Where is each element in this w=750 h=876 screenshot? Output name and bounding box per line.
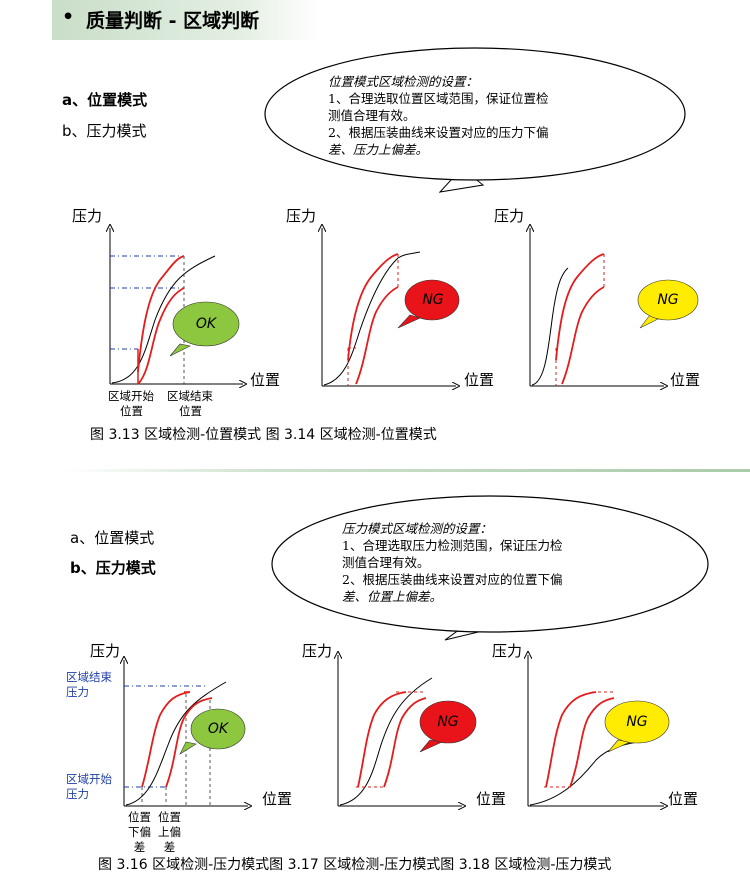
title-band: [52, 0, 320, 40]
chart-2-ylabel: 压力: [286, 207, 317, 225]
note-2-line1: 1、合理选取压力检测范围，保证压力检: [342, 538, 563, 553]
chart-3-ng-bubble: [637, 279, 699, 321]
note-2-title: 压力模式区域检测的设置：: [342, 521, 493, 536]
chart-6-lower-limit-curve: [569, 697, 615, 788]
chart-5-xlabel: 位置: [476, 790, 507, 808]
chart-3-xlabel: 位置: [670, 371, 701, 389]
note-1-line2: 测值合理有效。: [328, 108, 416, 123]
page-title: 质量判断 - 区域判断: [86, 10, 260, 32]
chart-4: [124, 660, 248, 806]
position-lower-line3: 差: [133, 840, 146, 854]
chart-4-xlabel: 位置: [262, 790, 293, 808]
chart-3-ylabel: 压力: [494, 207, 525, 225]
chart-5-upper-limit-curve: [357, 691, 407, 788]
chart-4-ylabel: 压力: [90, 642, 121, 660]
chart-5-result: NG: [437, 714, 459, 730]
note-1-line4: 差、压力上偏差。: [328, 142, 429, 157]
position-lower-label: 位置 下偏 差: [128, 810, 151, 855]
note-callout-2: [271, 495, 709, 641]
note-1: 位置模式区域检测的设置： 1、合理选取位置区域范围，保证位置检 测值合理有效。 …: [328, 73, 548, 158]
chart-2-lower-limit-curve: [355, 286, 399, 385]
chart-4-result: OK: [207, 721, 229, 737]
mode-pressure-item-2: b、压力模式: [70, 559, 156, 577]
mode-pressure-item: b、压力模式: [62, 122, 147, 140]
chart-6-result: NG: [626, 714, 648, 730]
note-1-line1: 1、合理选取位置区域范围，保证位置检: [328, 91, 549, 106]
region-start-label: 区域开始 位置: [108, 389, 154, 419]
note-2-line2: 测值合理有效。: [342, 555, 430, 570]
note-2-line3: 2、根据压装曲线来设置对应的位置下偏: [342, 572, 563, 587]
chart-4-ok-bubble: [190, 708, 246, 750]
end-pressure-label: 区域结束 压力: [66, 670, 112, 700]
note-1-line3: 2、根据压装曲线来设置对应的压力下偏: [328, 125, 549, 140]
section-divider: [62, 469, 750, 472]
start-pressure-label: 区域开始 压力: [66, 772, 112, 802]
chart-1-ylabel: 压力: [72, 207, 103, 225]
chart-5-press-curve: [339, 677, 433, 806]
chart-5: [338, 655, 477, 806]
start-pressure-line1: 区域开始: [66, 772, 112, 786]
start-pressure-line2: 压力: [66, 787, 89, 801]
end-pressure-line2: 压力: [66, 685, 89, 699]
note-2: 压力模式区域检测的设置： 1、合理选取压力检测范围，保证压力检 测值合理有效。 …: [342, 520, 562, 605]
chart-4-lower-limit-curve: [165, 697, 213, 788]
chart-3-result: NG: [657, 292, 679, 308]
chart-6: [528, 655, 670, 806]
chart-6-xlabel: 位置: [668, 790, 699, 808]
chart-6-ng-bubble: [604, 700, 670, 744]
chart-1-ok-bubble: [172, 301, 240, 347]
note-callout-1: [264, 47, 686, 193]
chart-6-ylabel: 压力: [492, 642, 523, 660]
chart-4-press-curve: [125, 681, 227, 806]
chart-1-press-curve: [111, 255, 216, 384]
region-start-line2: 位置: [120, 404, 143, 418]
mode-position-label: a、位置模式: [62, 91, 148, 109]
note-1-title: 位置模式区域检测的设置：: [328, 74, 479, 89]
position-lower-line2: 下偏: [128, 825, 151, 839]
chart-1-result: OK: [195, 316, 217, 332]
chart-2: [322, 228, 459, 386]
note-2-line4: 差、位置上偏差。: [342, 589, 443, 604]
caption-1: 图 3.13 区域检测-位置模式 图 3.14 区域检测-位置模式: [90, 427, 437, 443]
chart-2-press-curve: [323, 251, 421, 386]
chart-2-ng-bubble: [404, 279, 460, 321]
chart-3-upper-limit-curve: [555, 253, 605, 361]
position-lower-line1: 位置: [128, 810, 151, 824]
chart-2-upper-limit-curve: [347, 253, 399, 361]
region-start-line1: 区域开始: [108, 389, 154, 403]
chart-2-xlabel: 位置: [464, 371, 495, 389]
position-upper-label: 位置 上偏 差: [158, 810, 181, 855]
chart-5-lower-limit-curve: [383, 697, 427, 788]
chart-1-xlabel: 位置: [250, 371, 281, 389]
chart-6-press-curve: [529, 739, 651, 806]
position-upper-line2: 上偏: [158, 825, 181, 839]
title-bullet: •: [62, 6, 75, 28]
mode-position-item-2: a、位置模式: [70, 529, 155, 547]
position-upper-line1: 位置: [158, 810, 181, 824]
chart-2-result: NG: [422, 292, 444, 308]
chart-4-upper-limit-curve: [141, 691, 191, 788]
chart-1-lower-limit-curve: [137, 287, 185, 385]
chart-3-lower-limit-curve: [561, 286, 605, 385]
caption-2: 图 3.16 区域检测-压力模式图 3.17 区域检测-压力模式图 3.18 区…: [98, 857, 612, 873]
region-end-label: 区域结束 位置: [167, 389, 213, 419]
chart-1-upper-limit-curve: [137, 255, 185, 373]
end-pressure-line1: 区域结束: [66, 670, 112, 684]
chart-5-ylabel: 压力: [302, 642, 333, 660]
chart-6-upper-limit-curve: [545, 691, 597, 788]
region-end-line1: 区域结束: [167, 389, 213, 403]
chart-5-ng-bubble: [419, 700, 477, 744]
chart-3: [530, 228, 699, 386]
chart-3-press-curve: [531, 267, 569, 386]
mode-position-item: a、位置模式: [62, 89, 147, 110]
chart-1: [110, 228, 243, 384]
position-upper-line3: 差: [163, 840, 176, 854]
region-end-line2: 位置: [179, 404, 202, 418]
